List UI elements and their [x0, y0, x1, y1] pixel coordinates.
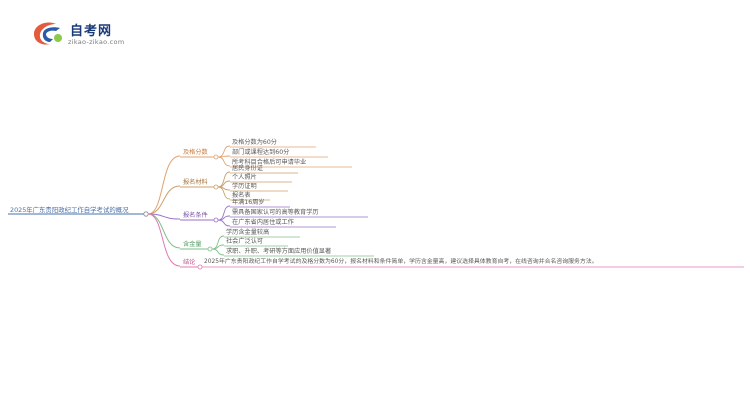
leaf-pass-score-3: 所考科目合格后可申请毕业 — [232, 159, 307, 166]
leaf-materials-2: 个人照片 — [232, 174, 257, 181]
leaf-pass-score-2: 部门或课程达到60分 — [232, 149, 290, 156]
branch-materials: 报名材料 — [183, 179, 208, 186]
branch-conditions: 报名条件 — [183, 212, 208, 219]
leaf-value-3: 求职、升职、考研等方面应用价值显著 — [226, 248, 332, 255]
leaf-value-2: 社会广泛认可 — [226, 238, 264, 245]
logo-mark-icon — [34, 22, 62, 45]
mindmap-root: 2025年广东贵阳政纪工作自学考试的概况 — [10, 206, 129, 214]
site-logo[interactable]: 自考网 zikao-zikao.com — [30, 18, 140, 52]
leaf-materials-1: 居民身份证 — [232, 165, 263, 172]
leaf-conclusion: 2025年广东贵阳政纪工作自学考试的及格分数为60分，报名材料和条件简单，学历含… — [204, 259, 598, 265]
leaf-value-1: 学历含金量较高 — [226, 229, 270, 236]
branch-conclusion: 结论 — [183, 259, 196, 266]
leaf-materials-4: 报名表 — [232, 192, 251, 199]
branch-value: 含金量 — [183, 241, 202, 248]
logo-brand-text: 自考网 — [70, 24, 113, 39]
leaf-conditions-3: 在广东省内居住或工作 — [232, 219, 294, 226]
leaf-pass-score-1: 及格分数为60分 — [232, 139, 277, 146]
leaf-materials-3: 学历证明 — [232, 183, 257, 190]
logo-url-text: zikao-zikao.com — [68, 38, 125, 46]
branch-pass-score: 及格分数 — [183, 149, 208, 156]
leaf-conditions-2: 需具备国家认可的高等教育学历 — [232, 209, 319, 216]
leaf-conditions-1: 年满16周岁 — [232, 199, 265, 206]
